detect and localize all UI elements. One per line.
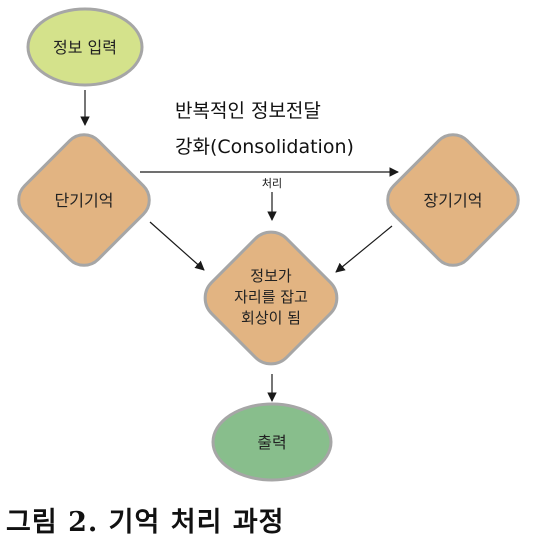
node-short-term-label: 단기기억: [55, 191, 114, 210]
arrow-long-term-to-consolidate: [335, 225, 393, 273]
figure-caption: 그림 2. 기억 처리 과정: [6, 507, 285, 538]
node-long-term: 장기기억: [386, 133, 520, 267]
node-consolidate-line3: 회상이 됨: [241, 309, 301, 327]
node-output-label: 출력: [257, 433, 286, 452]
edge-label-process: 처리: [262, 177, 282, 190]
edge-label-repetition: 반복적인 정보전달: [175, 100, 321, 122]
arrow-short-term-to-consolidate: [149, 221, 205, 271]
edge-label-consolidation: 강화(Consolidation): [175, 136, 354, 158]
node-input: 정보 입력: [26, 7, 144, 87]
node-consolidate-line2: 자리를 잡고: [234, 288, 308, 306]
node-output: 출력: [211, 402, 333, 482]
node-consolidate-line1: 정보가: [250, 267, 292, 285]
node-long-term-label: 장기기억: [424, 191, 483, 210]
node-consolidate: 정보가 자리를 잡고 회상이 됨: [203, 230, 339, 366]
node-input-label: 정보 입력: [53, 38, 117, 57]
node-short-term: 단기기억: [17, 133, 151, 267]
